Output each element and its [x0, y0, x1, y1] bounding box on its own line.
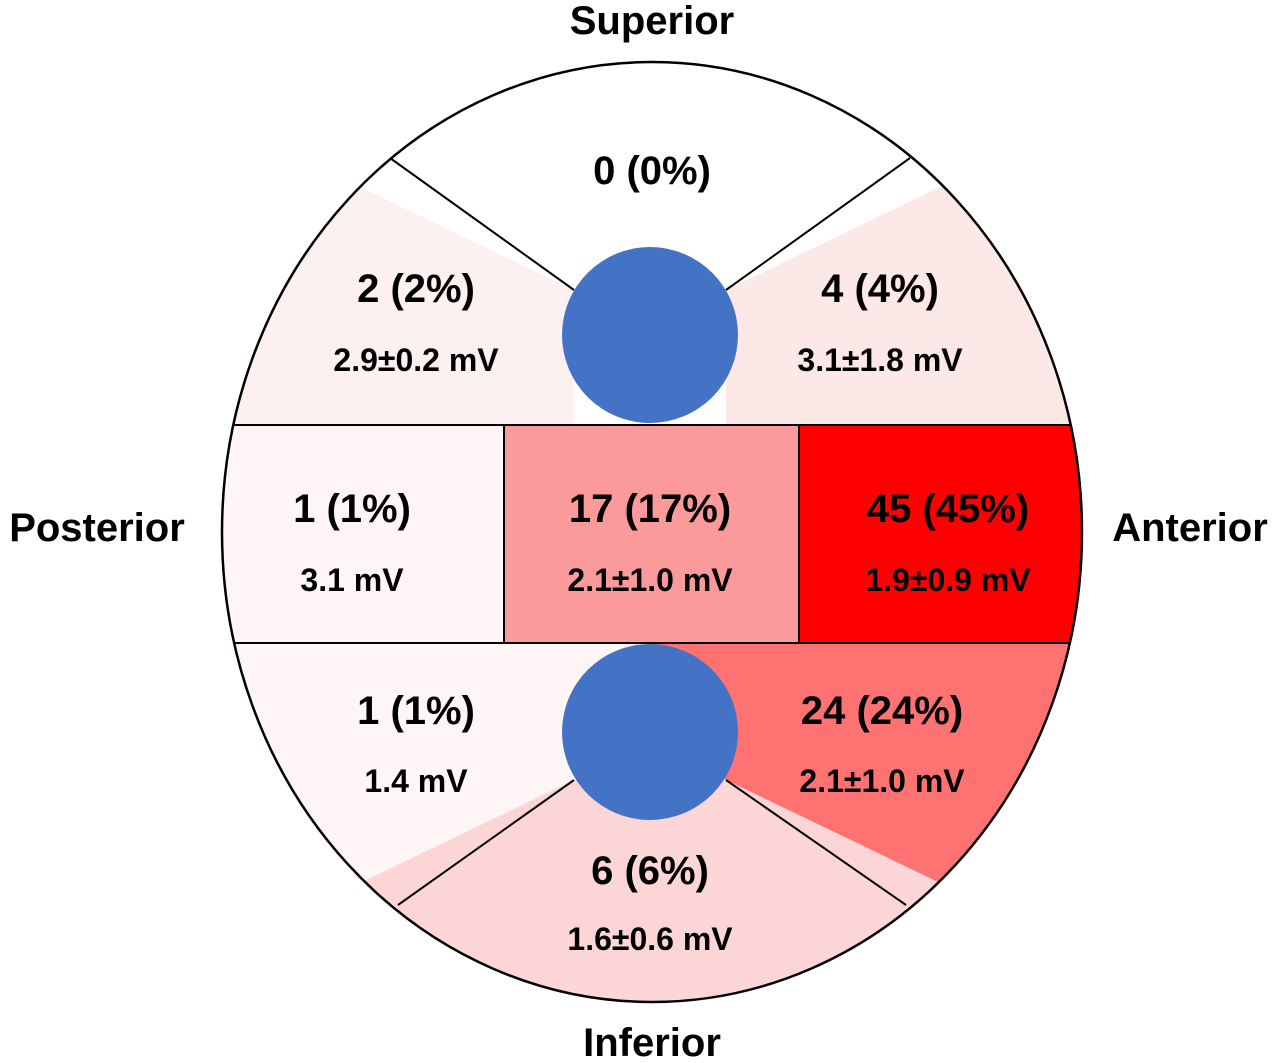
inferior-count: 6 (6%)	[591, 849, 709, 893]
heart-outline	[220, 60, 1084, 1004]
label-posterior: Posterior	[9, 506, 185, 550]
superior-anterior-count: 4 (4%)	[821, 267, 939, 311]
mid-septal-voltage: 2.1±1.0 mV	[567, 562, 733, 598]
inferior-anterior-count: 24 (24%)	[801, 689, 963, 733]
segment-mid-septal	[504, 425, 799, 643]
superior-count: 0 (0%)	[593, 149, 711, 193]
label-superior: Superior	[570, 0, 734, 43]
segment-mid-anterior	[799, 425, 1082, 643]
mid-anterior-voltage: 1.9±0.9 mV	[865, 562, 1031, 598]
superior-anterior-voltage: 3.1±1.8 mV	[797, 342, 963, 378]
inferior-posterior-voltage: 1.4 mV	[364, 763, 468, 799]
divider-inferior-anterior	[725, 779, 907, 906]
segment-fills	[222, 62, 1082, 1002]
mid-posterior-voltage: 3.1 mV	[300, 562, 404, 598]
mid-posterior-count: 1 (1%)	[293, 487, 411, 531]
superior-posterior-count: 2 (2%)	[357, 267, 475, 311]
segment-mid-posterior	[222, 425, 504, 643]
label-inferior: Inferior	[583, 1021, 721, 1063]
divider-inferior-posterior	[397, 779, 575, 906]
valve-circle-superior	[562, 247, 738, 423]
label-anterior: Anterior	[1112, 506, 1268, 550]
superior-posterior-voltage: 2.9±0.2 mV	[333, 342, 499, 378]
mid-anterior-count: 45 (45%)	[867, 487, 1029, 531]
inferior-anterior-voltage: 2.1±1.0 mV	[799, 763, 965, 799]
inferior-voltage: 1.6±0.6 mV	[567, 921, 733, 957]
divider-superior-posterior	[389, 157, 575, 291]
valve-circle-inferior	[562, 644, 738, 820]
inferior-posterior-count: 1 (1%)	[357, 689, 475, 733]
mid-septal-count: 17 (17%)	[569, 487, 731, 531]
divider-superior-anterior	[725, 157, 911, 291]
